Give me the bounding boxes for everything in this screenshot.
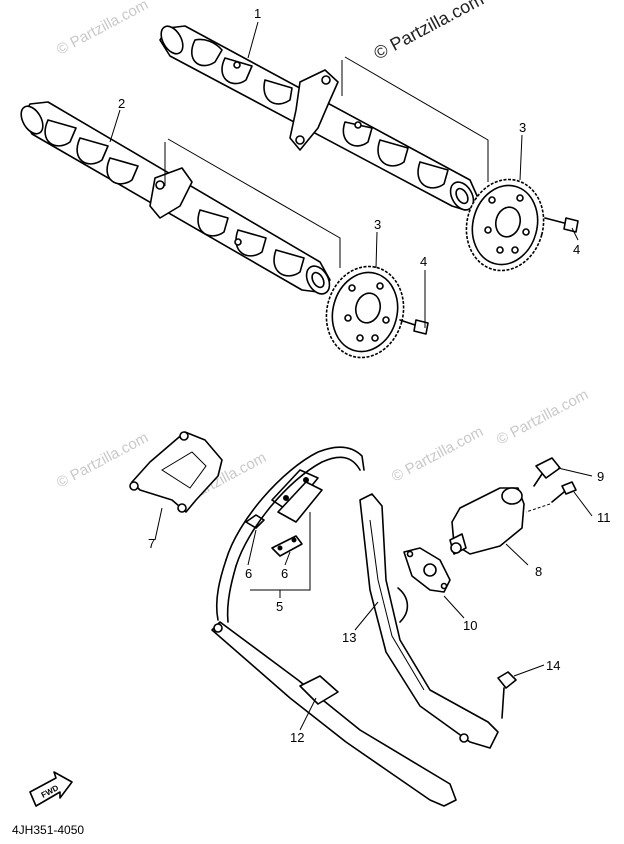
tensioner-rail [359, 493, 499, 749]
callout-3-upper: 3 [519, 120, 526, 135]
camshaft-lower [20, 101, 331, 295]
sprocket-bolt-upper [544, 217, 579, 233]
callout-3-lower: 3 [374, 217, 381, 232]
callout-8: 8 [535, 564, 542, 579]
watermark-right: © Partzilla.com [494, 386, 591, 448]
callout-6-left: 6 [245, 566, 252, 581]
callouts: 1 2 3 3 4 4 5 6 6 7 8 9 10 11 12 13 14 [118, 6, 611, 745]
callout-13: 13 [342, 630, 356, 645]
callout-10: 10 [463, 618, 477, 633]
callout-9: 9 [597, 469, 604, 484]
callout-1: 1 [254, 6, 261, 21]
sprocket-bolt-lower [399, 319, 429, 335]
leader-lines [109, 21, 593, 731]
callout-14: 14 [546, 658, 560, 673]
callout-5: 5 [276, 599, 283, 614]
chain-tensioner [449, 487, 525, 555]
timing-chain [215, 446, 365, 623]
watermark-top-right: © Partzilla.com [370, 0, 486, 64]
callout-11: 11 [597, 510, 611, 525]
chain-link-joint [271, 469, 323, 523]
callout-4-lower: 4 [420, 254, 427, 269]
explode-lines [164, 56, 489, 268]
camshaft-upper [159, 25, 479, 211]
diagram-code: 4JH351-4050 [12, 823, 84, 837]
forward-arrow-icon: FWD [29, 771, 73, 807]
callout-12: 12 [290, 730, 304, 745]
callout-7: 7 [148, 536, 155, 551]
tensioner-bolt [525, 481, 577, 513]
cam-sprocket-upper [465, 178, 545, 272]
chain-guide-lower [211, 621, 457, 807]
cam-sprocket-lower [325, 265, 405, 359]
tensioner-gasket [403, 547, 451, 593]
rail-pivot-bolt [497, 671, 517, 719]
callout-6-right: 6 [281, 566, 288, 581]
callout-2: 2 [118, 96, 125, 111]
watermark-mid-right: © Partzilla.com [389, 423, 486, 485]
callout-4-upper: 4 [573, 242, 580, 257]
watermark-top-left: © Partzilla.com [54, 0, 151, 59]
tensioner-cap-bolt [533, 457, 561, 487]
chain-link-plate [245, 514, 303, 557]
chain-guide-top [129, 431, 223, 513]
